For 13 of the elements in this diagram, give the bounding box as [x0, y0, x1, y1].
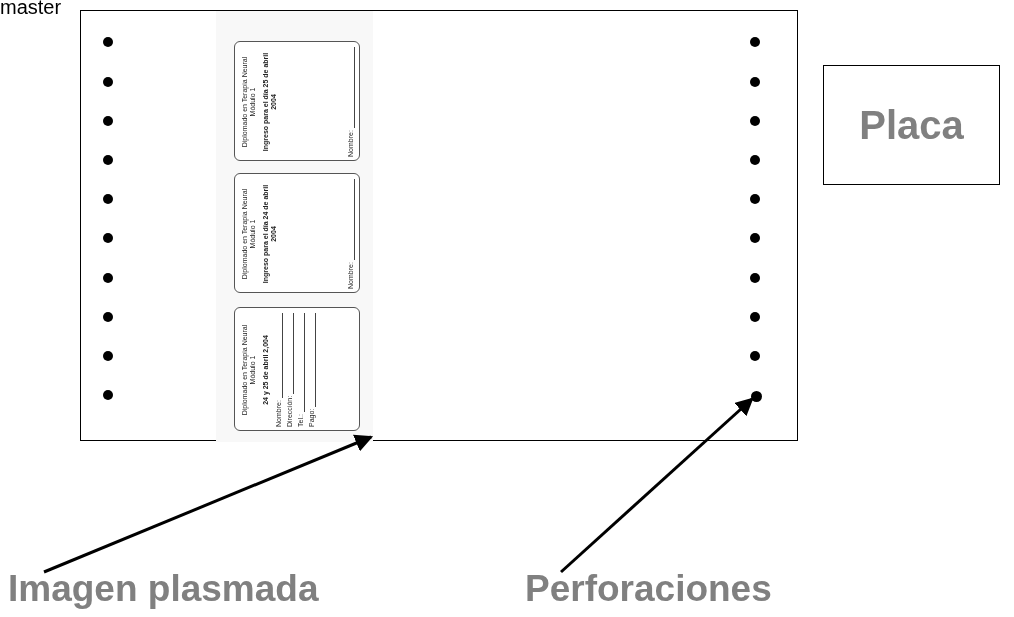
ticket-card [234, 41, 360, 161]
plate-label: Placa [859, 102, 964, 148]
callout-text: Perforaciones [525, 568, 865, 612]
plate-label-box [823, 65, 1000, 185]
ticket-card [234, 307, 360, 431]
callout-text: Imagen plasmada [8, 568, 368, 612]
arrow [560, 397, 754, 574]
caption-text: master [0, 0, 62, 19]
perforation-hole [751, 391, 762, 402]
ticket-card [234, 173, 360, 293]
printing-plate [80, 10, 798, 441]
printed-image-area [216, 11, 373, 442]
arrow [43, 434, 374, 574]
